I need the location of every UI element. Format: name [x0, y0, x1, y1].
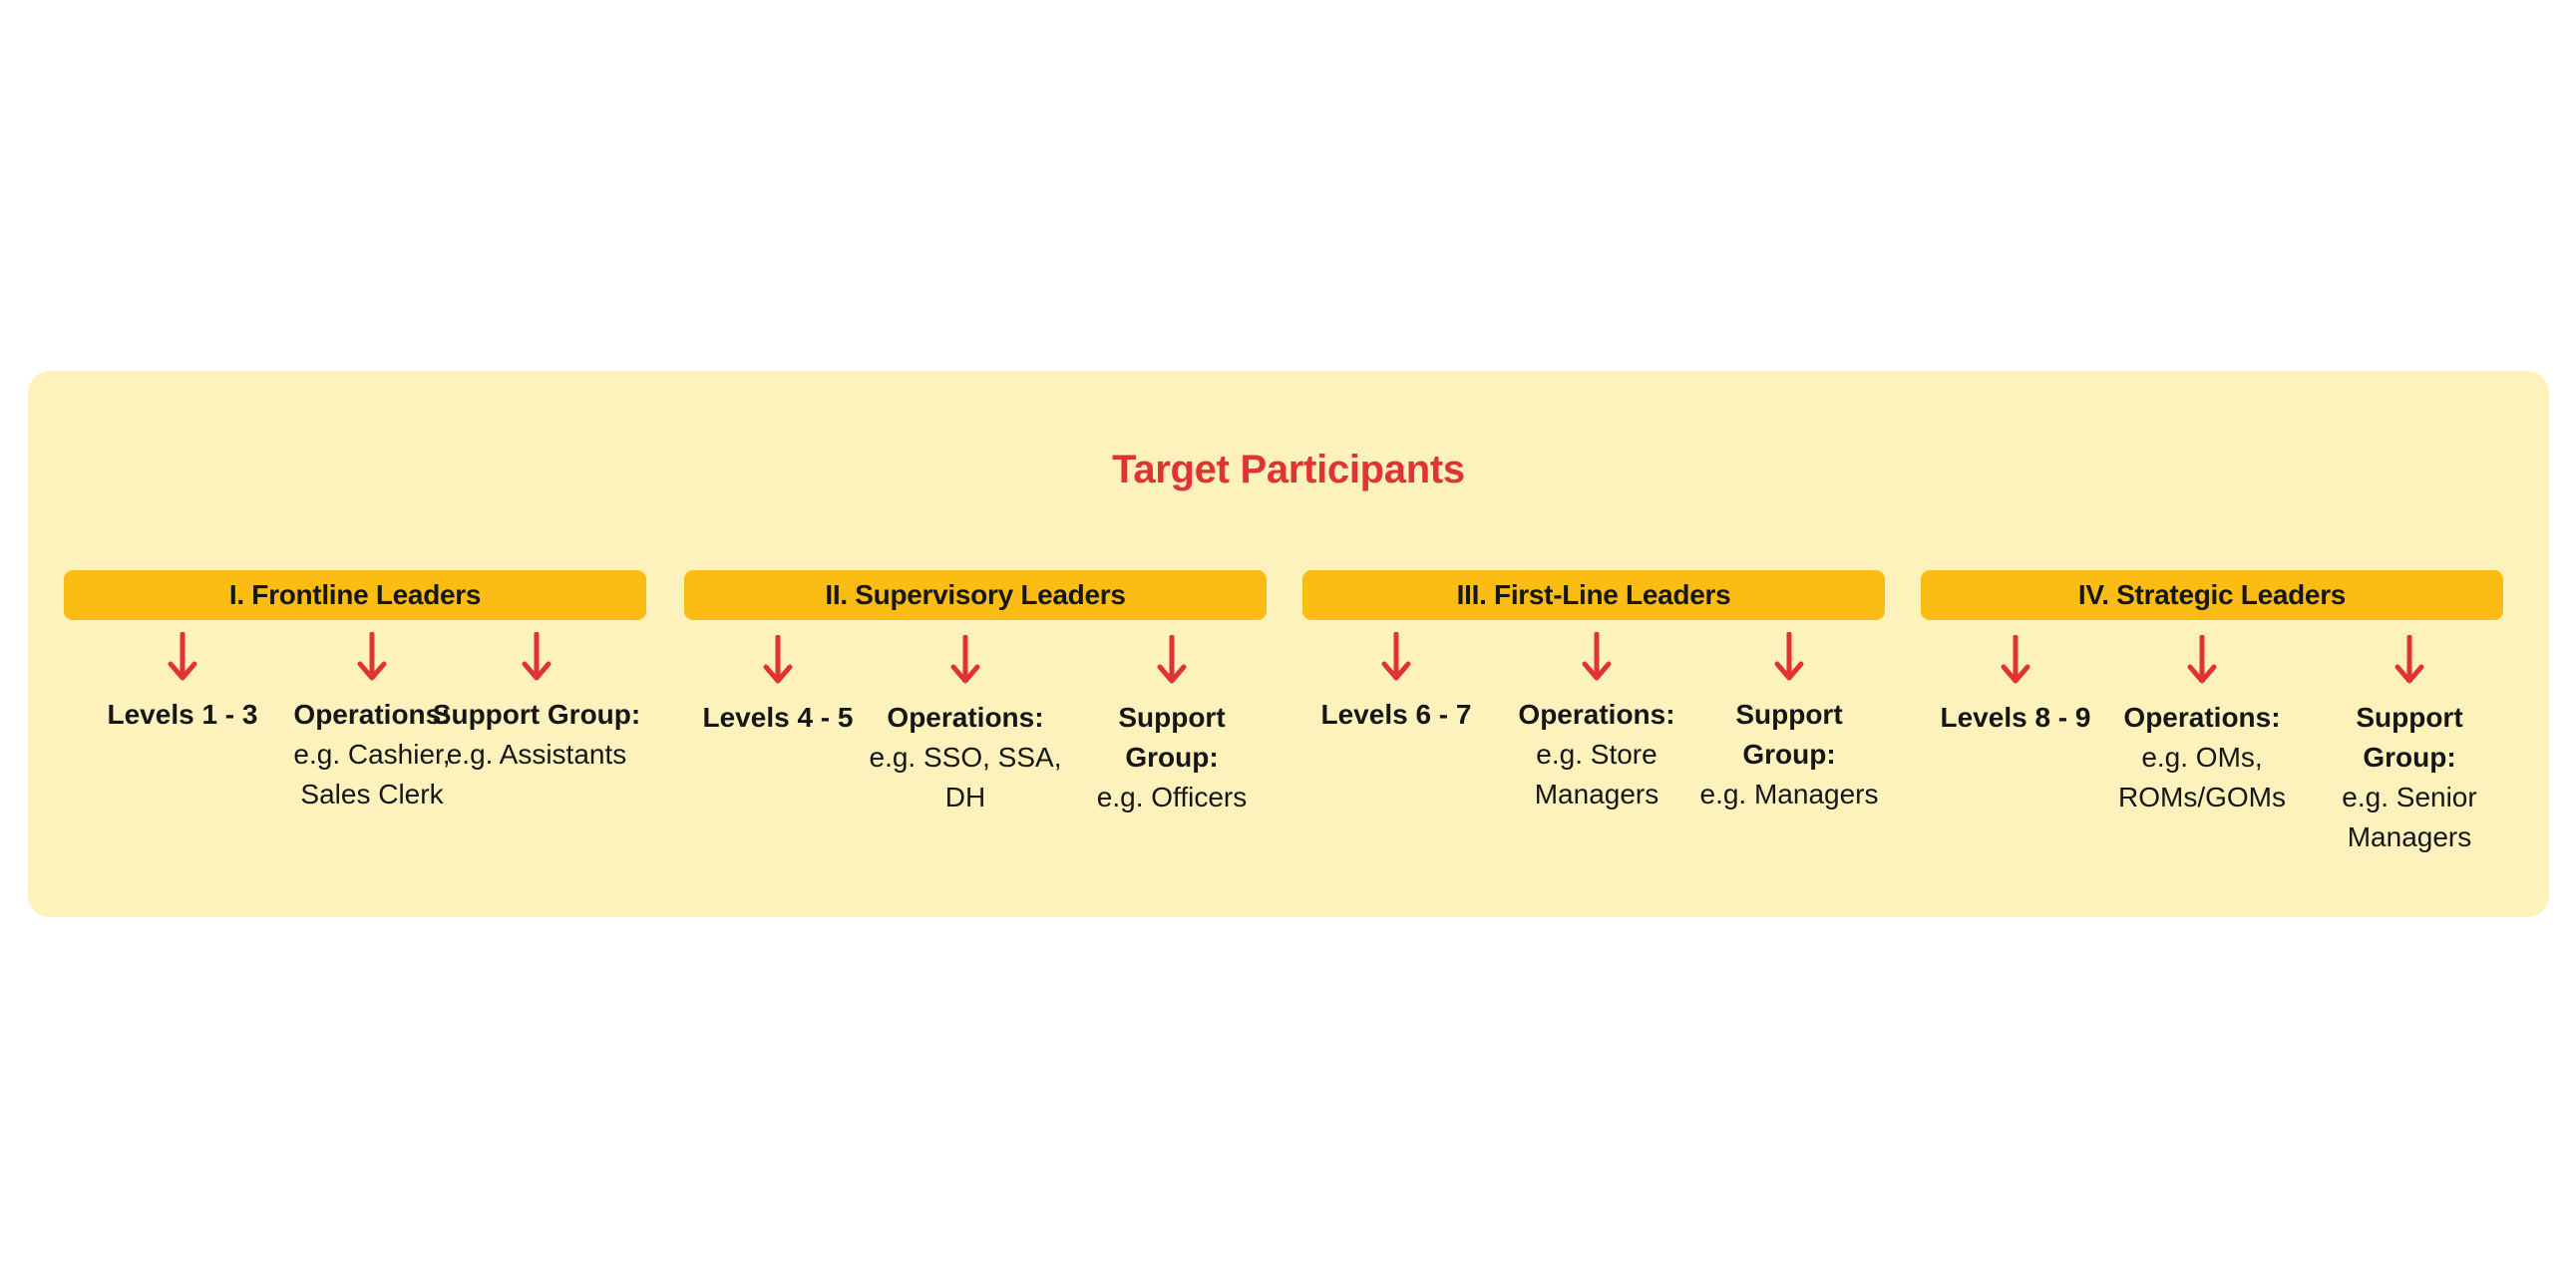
- item-support-group: Support Group: e.g. Managers: [1689, 632, 1889, 814]
- item-example: e.g. Assistants: [446, 739, 627, 770]
- item-levels: Levels 4 - 5: [678, 635, 878, 738]
- item-levels: Levels 1 - 3: [83, 632, 282, 735]
- group-frontline-leaders: I. Frontline Leaders Levels 1 - 3 Operat…: [64, 570, 646, 989]
- item-example: e.g. Managers: [1699, 779, 1879, 809]
- item-support-group: Support Group: e.g. Senior Managers: [2310, 635, 2509, 857]
- arrow-down-icon: [2001, 635, 2030, 684]
- item-example: e.g. Cashier, Sales Clerk: [293, 739, 451, 809]
- item-label: Levels 4 - 5: [702, 702, 854, 733]
- item-label: Levels 8 - 9: [1940, 702, 2091, 733]
- item-example: e.g. Store Managers: [1534, 739, 1659, 809]
- arrow-down-icon: [1582, 632, 1612, 681]
- arrow-down-icon: [1381, 632, 1411, 681]
- item-label: Levels 1 - 3: [107, 699, 258, 730]
- arrow-down-icon: [950, 635, 980, 684]
- item-example: e.g. Senior Managers: [2342, 782, 2477, 852]
- group-header: II. Supervisory Leaders: [684, 570, 1267, 620]
- arrow-down-icon: [2394, 635, 2424, 684]
- group-first-line-leaders: III. First-Line Leaders Levels 6 - 7 Ope…: [1302, 570, 1885, 989]
- item-operations: Operations: e.g. SSO, SSA, DH: [866, 635, 1065, 817]
- item-label: Support Group:: [1118, 702, 1226, 773]
- item-example: e.g. OMs, ROMs/GOMs: [2118, 742, 2286, 812]
- item-levels: Levels 8 - 9: [1916, 635, 2115, 738]
- item-label: Support Group:: [1735, 699, 1843, 770]
- arrow-down-icon: [2187, 635, 2217, 684]
- item-operations: Operations: e.g. Store Managers: [1497, 632, 1696, 814]
- group-supervisory-leaders: II. Supervisory Leaders Levels 4 - 5 Ope…: [684, 570, 1267, 989]
- item-label: Operations:: [293, 699, 451, 730]
- group-strategic-leaders: IV. Strategic Leaders Levels 8 - 9 Opera…: [1921, 570, 2503, 989]
- arrow-down-icon: [522, 632, 552, 681]
- item-label: Operations:: [2123, 702, 2281, 733]
- item-support-group: Support Group: e.g. Assistants: [432, 632, 641, 775]
- item-example: e.g. SSO, SSA, DH: [869, 742, 1062, 812]
- arrow-down-icon: [1774, 632, 1804, 681]
- arrow-down-icon: [168, 632, 197, 681]
- target-participants-panel: Target Participants I. Frontline Leaders…: [28, 371, 2549, 917]
- item-label: Operations:: [1518, 699, 1675, 730]
- group-header: IV. Strategic Leaders: [1921, 570, 2503, 620]
- arrow-down-icon: [1157, 635, 1187, 684]
- group-header: III. First-Line Leaders: [1302, 570, 1885, 620]
- item-label: Support Group:: [2356, 702, 2463, 773]
- group-header: I. Frontline Leaders: [64, 570, 646, 620]
- item-label: Operations:: [887, 702, 1044, 733]
- item-levels: Levels 6 - 7: [1296, 632, 1496, 735]
- item-example: e.g. Officers: [1096, 782, 1248, 812]
- item-operations: Operations: e.g. Cashier, Sales Clerk: [272, 632, 472, 814]
- arrow-down-icon: [357, 632, 387, 681]
- diagram-title: Target Participants: [1112, 448, 1465, 491]
- item-label: Support Group:: [432, 699, 641, 730]
- item-support-group: Support Group: e.g. Officers: [1072, 635, 1272, 817]
- arrow-down-icon: [763, 635, 793, 684]
- item-label: Levels 6 - 7: [1320, 699, 1472, 730]
- item-operations: Operations: e.g. OMs, ROMs/GOMs: [2102, 635, 2302, 817]
